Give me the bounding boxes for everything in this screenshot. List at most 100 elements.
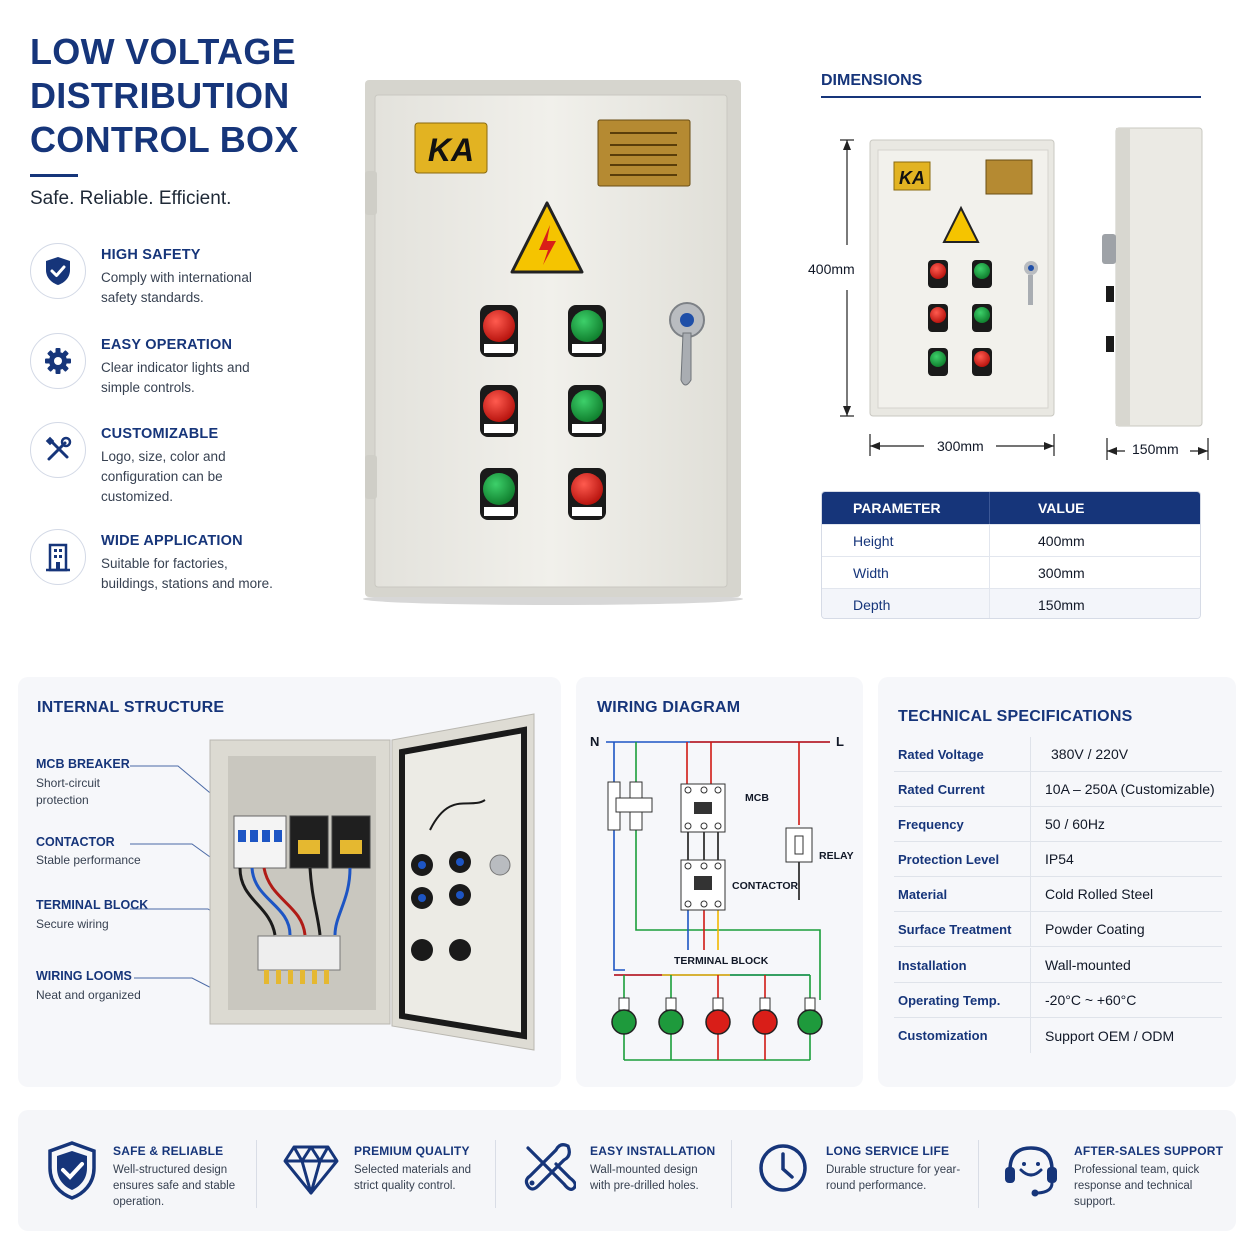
- spec-value: 10A – 250A (Customizable): [1045, 781, 1215, 797]
- spec-row: Operating Temp. -20°C ~ +60°C: [894, 983, 1222, 1018]
- dimensions-title: DIMENSIONS: [821, 72, 923, 89]
- spec-key: Installation: [894, 948, 1031, 982]
- bottom-item-support: AFTER-SALES SUPPORT Professional team, q…: [1002, 1132, 1227, 1222]
- spec-value: Cold Rolled Steel: [1045, 886, 1154, 902]
- diamond-icon: [283, 1145, 339, 1195]
- spec-key: Customization: [894, 1018, 1031, 1053]
- header-value: VALUE: [1038, 500, 1085, 516]
- table-row: Width 300mm: [822, 556, 1200, 588]
- spec-value: IP54: [1045, 851, 1074, 867]
- feature-easy-operation: EASY OPERATION Clear indicator lights an…: [30, 333, 330, 423]
- spec-value: Wall-mounted: [1045, 957, 1131, 973]
- wiring-diagram-title: WIRING DIAGRAM: [597, 699, 741, 716]
- spec-key: Protection Level: [894, 842, 1031, 876]
- spec-value: 380V / 220V: [1051, 746, 1129, 762]
- cell-param: Height: [822, 525, 990, 556]
- depth-label: 150mm: [1132, 441, 1179, 457]
- spec-key: Material: [894, 877, 1031, 911]
- parameter-table: PARAMETER VALUE Height 400mm Width 300mm D…: [821, 491, 1201, 619]
- callout-terminal-desc: Secure wiring: [36, 917, 109, 931]
- spec-key: Frequency: [894, 807, 1031, 841]
- spec-value: -20°C ~ +60°C: [1045, 992, 1137, 1008]
- gear-icon: [30, 333, 86, 389]
- divider: [731, 1140, 732, 1208]
- spec-row: Frequency 50 / 60Hz: [894, 807, 1222, 842]
- brand-logo: KA: [428, 132, 474, 168]
- mcb-label: MCB: [745, 792, 769, 804]
- cell-param: Depth: [822, 589, 990, 618]
- bottom-item-quality: PREMIUM QUALITY Selected materials and s…: [282, 1132, 492, 1222]
- feature-title: WIDE APPLICATION: [101, 533, 243, 549]
- spec-key: Rated Voltage: [894, 737, 1031, 771]
- callout-looms-desc: Neat and organized: [36, 988, 141, 1002]
- bottom-title: AFTER-SALES SUPPORT: [1074, 1144, 1224, 1158]
- bottom-desc: Selected materials and strict quality co…: [354, 1164, 471, 1192]
- callout-mcb-desc2: protection: [36, 793, 89, 807]
- feature-high-safety: HIGH SAFETY Comply with international sa…: [30, 243, 330, 333]
- bottom-desc: Well-structured design ensures safe and …: [113, 1164, 236, 1208]
- cell-value: 400mm: [1038, 532, 1085, 549]
- spec-row: Installation Wall-mounted: [894, 948, 1222, 983]
- bottom-item-service-life: LONG SERVICE LIFE Durable structure for …: [757, 1132, 967, 1222]
- contactor-label: CONTACTOR: [732, 880, 799, 892]
- terminal-block-label: TERMINAL BLOCK: [674, 955, 769, 967]
- feature-desc: Suitable for factories, buildings, stati…: [101, 556, 273, 591]
- shield-icon: [30, 243, 86, 299]
- tech-specs-panel: [878, 677, 1236, 1087]
- feature-title: CUSTOMIZABLE: [101, 426, 219, 442]
- spec-key: Operating Temp.: [894, 983, 1031, 1017]
- divider: [256, 1140, 257, 1208]
- bottom-feature-bar: [18, 1110, 1236, 1231]
- bottom-desc: Wall-mounted design with pre-drilled hol…: [590, 1164, 699, 1192]
- callout-terminal-title: TERMINAL BLOCK: [36, 898, 149, 912]
- small-logo: KA: [899, 168, 925, 188]
- clock-icon: [759, 1144, 807, 1192]
- shield-check-icon: [48, 1141, 96, 1200]
- wiring-diagram: [606, 741, 830, 1061]
- line-label: L: [836, 734, 844, 749]
- open-cabinet-image: [130, 713, 535, 1051]
- feature-desc: Logo, size, color and configuration can …: [101, 449, 226, 504]
- spec-key: Surface Treatment: [894, 912, 1031, 946]
- headset-icon: [1005, 1146, 1057, 1197]
- tools-icon: [30, 422, 86, 478]
- callout-contactor-title: CONTACTOR: [36, 835, 115, 849]
- width-label: 300mm: [937, 438, 984, 454]
- bottom-title: SAFE & RELIABLE: [113, 1144, 224, 1158]
- cell-param: Width: [822, 557, 990, 588]
- feature-wide-application: WIDE APPLICATION Suitable for factories,…: [30, 529, 330, 619]
- callout-looms-title: WIRING LOOMS: [36, 969, 132, 983]
- callout-mcb-desc1: Short-circuit: [36, 776, 101, 790]
- spec-row: Protection Level IP54: [894, 842, 1222, 877]
- tech-specs-title: TECHNICAL SPECIFICATIONS: [898, 708, 1133, 725]
- title-line-1: LOW VOLTAGE: [30, 31, 296, 72]
- spec-row: Surface Treatment Powder Coating: [894, 912, 1222, 947]
- callout-mcb-title: MCB BREAKER: [36, 757, 130, 771]
- divider: [495, 1140, 496, 1208]
- spec-key: Rated Current: [894, 772, 1031, 806]
- feature-title: EASY OPERATION: [101, 337, 233, 353]
- spec-value: Support OEM / ODM: [1045, 1027, 1175, 1044]
- feature-customizable: CUSTOMIZABLE Logo, size, color and confi…: [30, 422, 330, 512]
- spec-value: 50 / 60Hz: [1045, 816, 1105, 832]
- spec-row: Material Cold Rolled Steel: [894, 877, 1222, 912]
- bottom-desc: Durable structure for year-round perform…: [826, 1164, 961, 1192]
- bottom-title: EASY INSTALLATION: [590, 1144, 716, 1158]
- height-label: 400mm: [808, 261, 855, 277]
- feature-desc: Clear indicator lights and simple contro…: [101, 360, 250, 395]
- indicator-buttons: [480, 305, 606, 520]
- title-line-3: CONTROL BOX: [30, 119, 299, 160]
- spec-row: Customization Support OEM / ODM: [894, 1018, 1222, 1053]
- wrench-screwdriver-icon: [524, 1143, 576, 1191]
- relay-label: RELAY: [819, 850, 854, 862]
- callout-contactor-desc: Stable performance: [36, 853, 141, 867]
- feature-desc: Comply with international safety standar…: [101, 270, 252, 305]
- header-parameter: PARAMETER: [822, 492, 990, 524]
- internal-structure-title: INTERNAL STRUCTURE: [37, 699, 225, 716]
- dimensions-rule: [821, 96, 1201, 98]
- bottom-title: PREMIUM QUALITY: [354, 1144, 470, 1158]
- feature-title: HIGH SAFETY: [101, 247, 201, 263]
- cell-value: 300mm: [1038, 564, 1085, 581]
- spec-value: Powder Coating: [1045, 921, 1145, 937]
